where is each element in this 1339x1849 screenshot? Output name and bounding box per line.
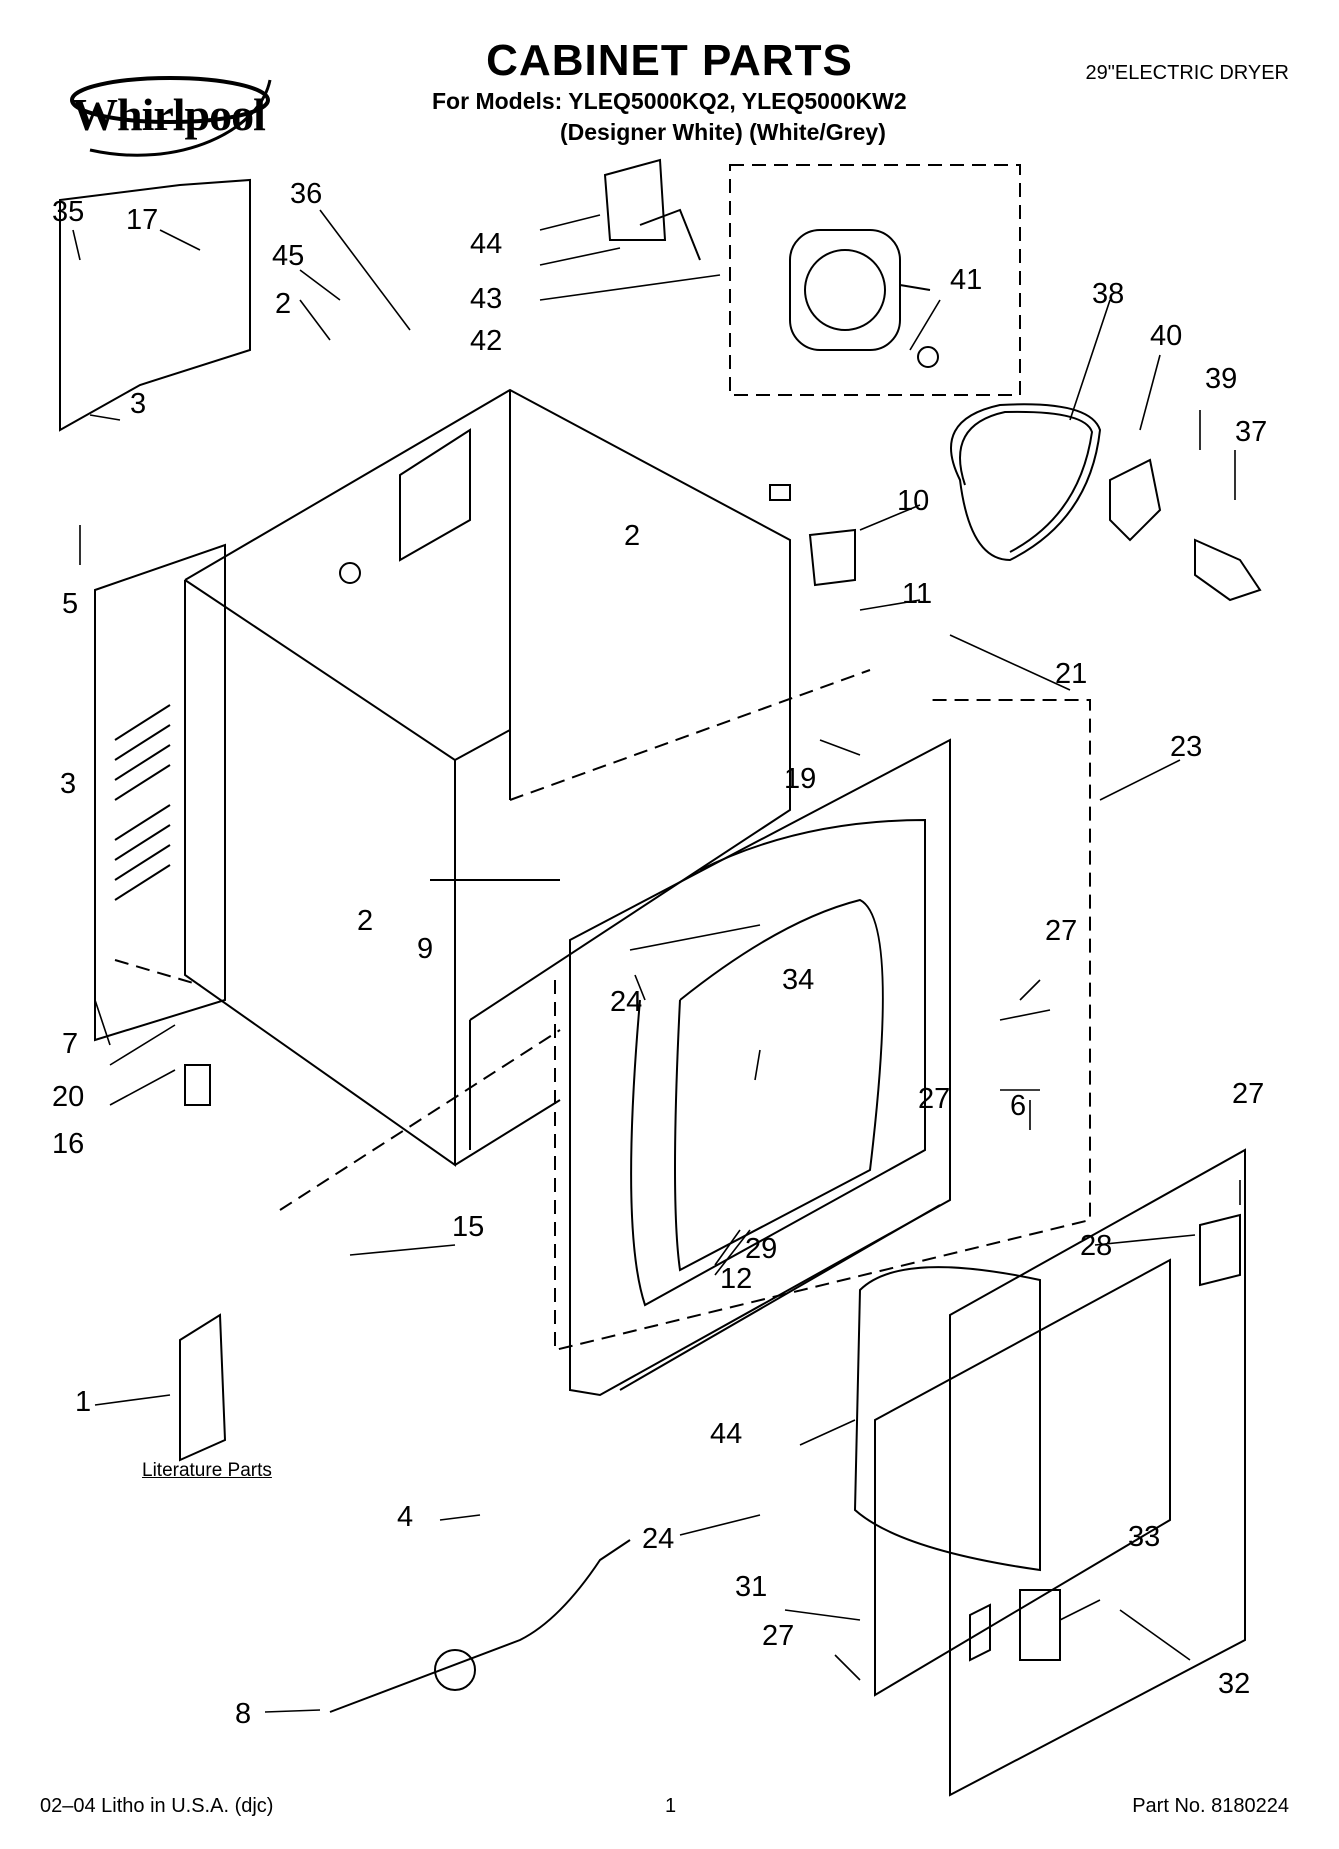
callout-16: 16 [52,1128,85,1160]
callout-40: 41 [950,264,983,296]
callout-32: 33 [1128,1521,1161,1553]
page-title: CABINET PARTS [486,36,853,85]
callout-39: 40 [1150,320,1183,352]
drive-motor [603,158,939,368]
callout-30: 31 [735,1571,768,1603]
callout-35: 36 [290,178,323,210]
callout-3b: 3 [60,768,77,800]
callout-12: 12 [720,1263,753,1295]
callout-31: 32 [1218,1668,1251,1700]
callout-11: 11 [902,578,933,610]
callout-28: 28 [1080,1230,1113,1262]
part-number: Part No. 8180224 [1132,1795,1289,1817]
callout-10: 10 [897,485,930,517]
rear-panel [94,543,226,1042]
callout-15: 15 [452,1211,485,1243]
callout-5: 5 [62,588,79,620]
callout-24: 24 [642,1523,675,1555]
callout-27a: 27 [1045,915,1078,947]
callout-44: 44 [710,1418,743,1450]
callout-6: 6 [1010,1090,1027,1122]
callout-27b: 27 [918,1083,951,1115]
colors-line: (Designer White) (White/Grey) [560,119,886,145]
litho-note: 02–04 Litho in U.S.A. (djc) [40,1795,274,1817]
callout-7: 7 [62,1028,79,1060]
power-cord [329,1539,631,1713]
callout-9: 9 [417,933,434,965]
models-line: For Models: YLEQ5000KQ2, YLEQ5000KW2 [432,88,907,114]
callout-43: 44 [470,228,503,260]
callout-19: 19 [784,763,817,795]
cabinet-shell [184,388,791,1167]
callout-42: 43 [470,283,503,315]
product-type: 29"ELECTRIC DRYER [1085,62,1289,84]
page-number: 1 [665,1795,677,1817]
callout-20: 21 [1055,658,1088,690]
callout-41: 42 [470,325,503,357]
callout-45: 45 [272,240,305,272]
callout-2a: 2 [275,288,292,320]
callout-33: 34 [782,964,815,996]
literature-book [179,1313,227,1462]
callout-18: 20 [52,1081,85,1113]
callout-27c: 27 [1232,1078,1265,1110]
drive-belt [950,403,1102,562]
callout-4: 4 [397,1501,414,1533]
leader-lines [72,209,1241,1713]
assembly-outline [114,164,1091,1352]
callout-37: 38 [1092,278,1125,310]
callout-38: 39 [1205,363,1238,395]
callout-1: 1 [75,1386,92,1418]
callout-17: 17 [126,204,159,236]
callout-21: 23 [1170,731,1203,763]
callout-29: 29 [745,1233,778,1265]
callout-2b: 2 [624,520,641,552]
front-panel [569,738,951,1397]
callout-23: 24 [610,986,643,1018]
callout-2c: 2 [357,905,374,937]
callout-34: 35 [52,196,85,228]
literature-parts-label: Literature Parts [142,1460,272,1481]
callout-3a: 3 [130,388,147,420]
whirlpool-logo: Whirlpool [60,60,290,160]
callout-27d: 27 [762,1620,795,1652]
brand-wordmark: Whirlpool [72,89,266,140]
door-assembly [853,1148,1246,1797]
callout-36: 37 [1235,416,1268,448]
callout-8: 8 [235,1698,252,1730]
